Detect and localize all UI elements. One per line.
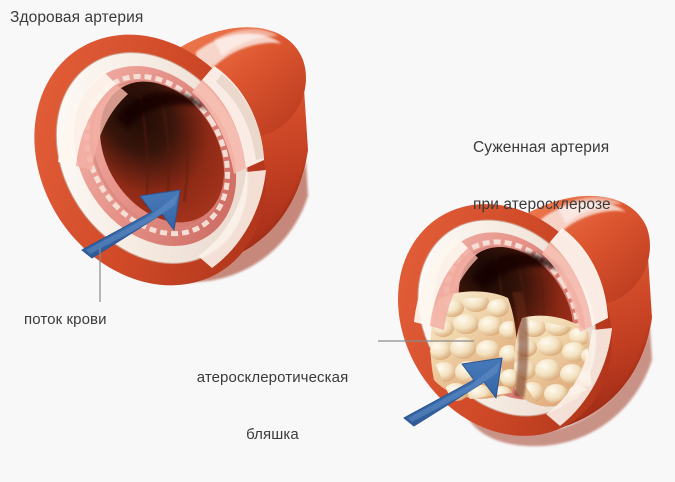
- narrowed-cut-bevel-lower: [414, 236, 478, 330]
- artery-comparison-illustration: [34, 27, 652, 447]
- label-narrowed-artery: Суженная артерия при атеросклерозе: [473, 100, 611, 252]
- healthy-tube-shadow: [112, 160, 308, 283]
- healthy-cut-bevel-right: [198, 170, 266, 268]
- narrowed-tube-highlight: [540, 201, 626, 260]
- label-plaque-line1: атеросклеротическая: [196, 369, 349, 386]
- healthy-artery-graphic: [34, 27, 308, 286]
- narrowed-artery-graphic: [398, 195, 652, 447]
- narrowed-cut-bevel: [542, 228, 608, 332]
- healthy-tube-highlight: [196, 33, 282, 92]
- narrowed-tube-shadow: [460, 326, 652, 447]
- label-atherosclerotic-plaque: атеросклеротическая бляшка: [170, 330, 375, 482]
- label-healthy-artery: Здоровая артерия: [10, 9, 144, 26]
- narrowed-cut-bevel-right: [546, 328, 612, 426]
- healthy-cut-bevel-lower: [58, 72, 128, 170]
- healthy-tube-highlight-2: [214, 28, 278, 56]
- narrowed-lumen-top-shadow: [472, 252, 566, 290]
- label-narrowed-artery-line1: Суженная артерия: [473, 139, 610, 156]
- healthy-blood-flow-arrow: [81, 189, 181, 259]
- narrowed-blood-flow-arrow: [403, 357, 503, 427]
- narrowed-tube-highlight-2: [558, 196, 622, 224]
- label-narrowed-artery-line2: при атеросклерозе: [473, 196, 611, 213]
- healthy-cut-bevel: [192, 66, 264, 174]
- illustration-canvas: Здоровая артерия Суженная артерия при ат…: [10, 9, 652, 447]
- label-plaque-line2: бляшка: [246, 426, 299, 443]
- plaque-fissure: [512, 292, 529, 398]
- healthy-lumen-top-shadow: [116, 91, 210, 128]
- label-blood-flow: поток крови: [24, 311, 107, 328]
